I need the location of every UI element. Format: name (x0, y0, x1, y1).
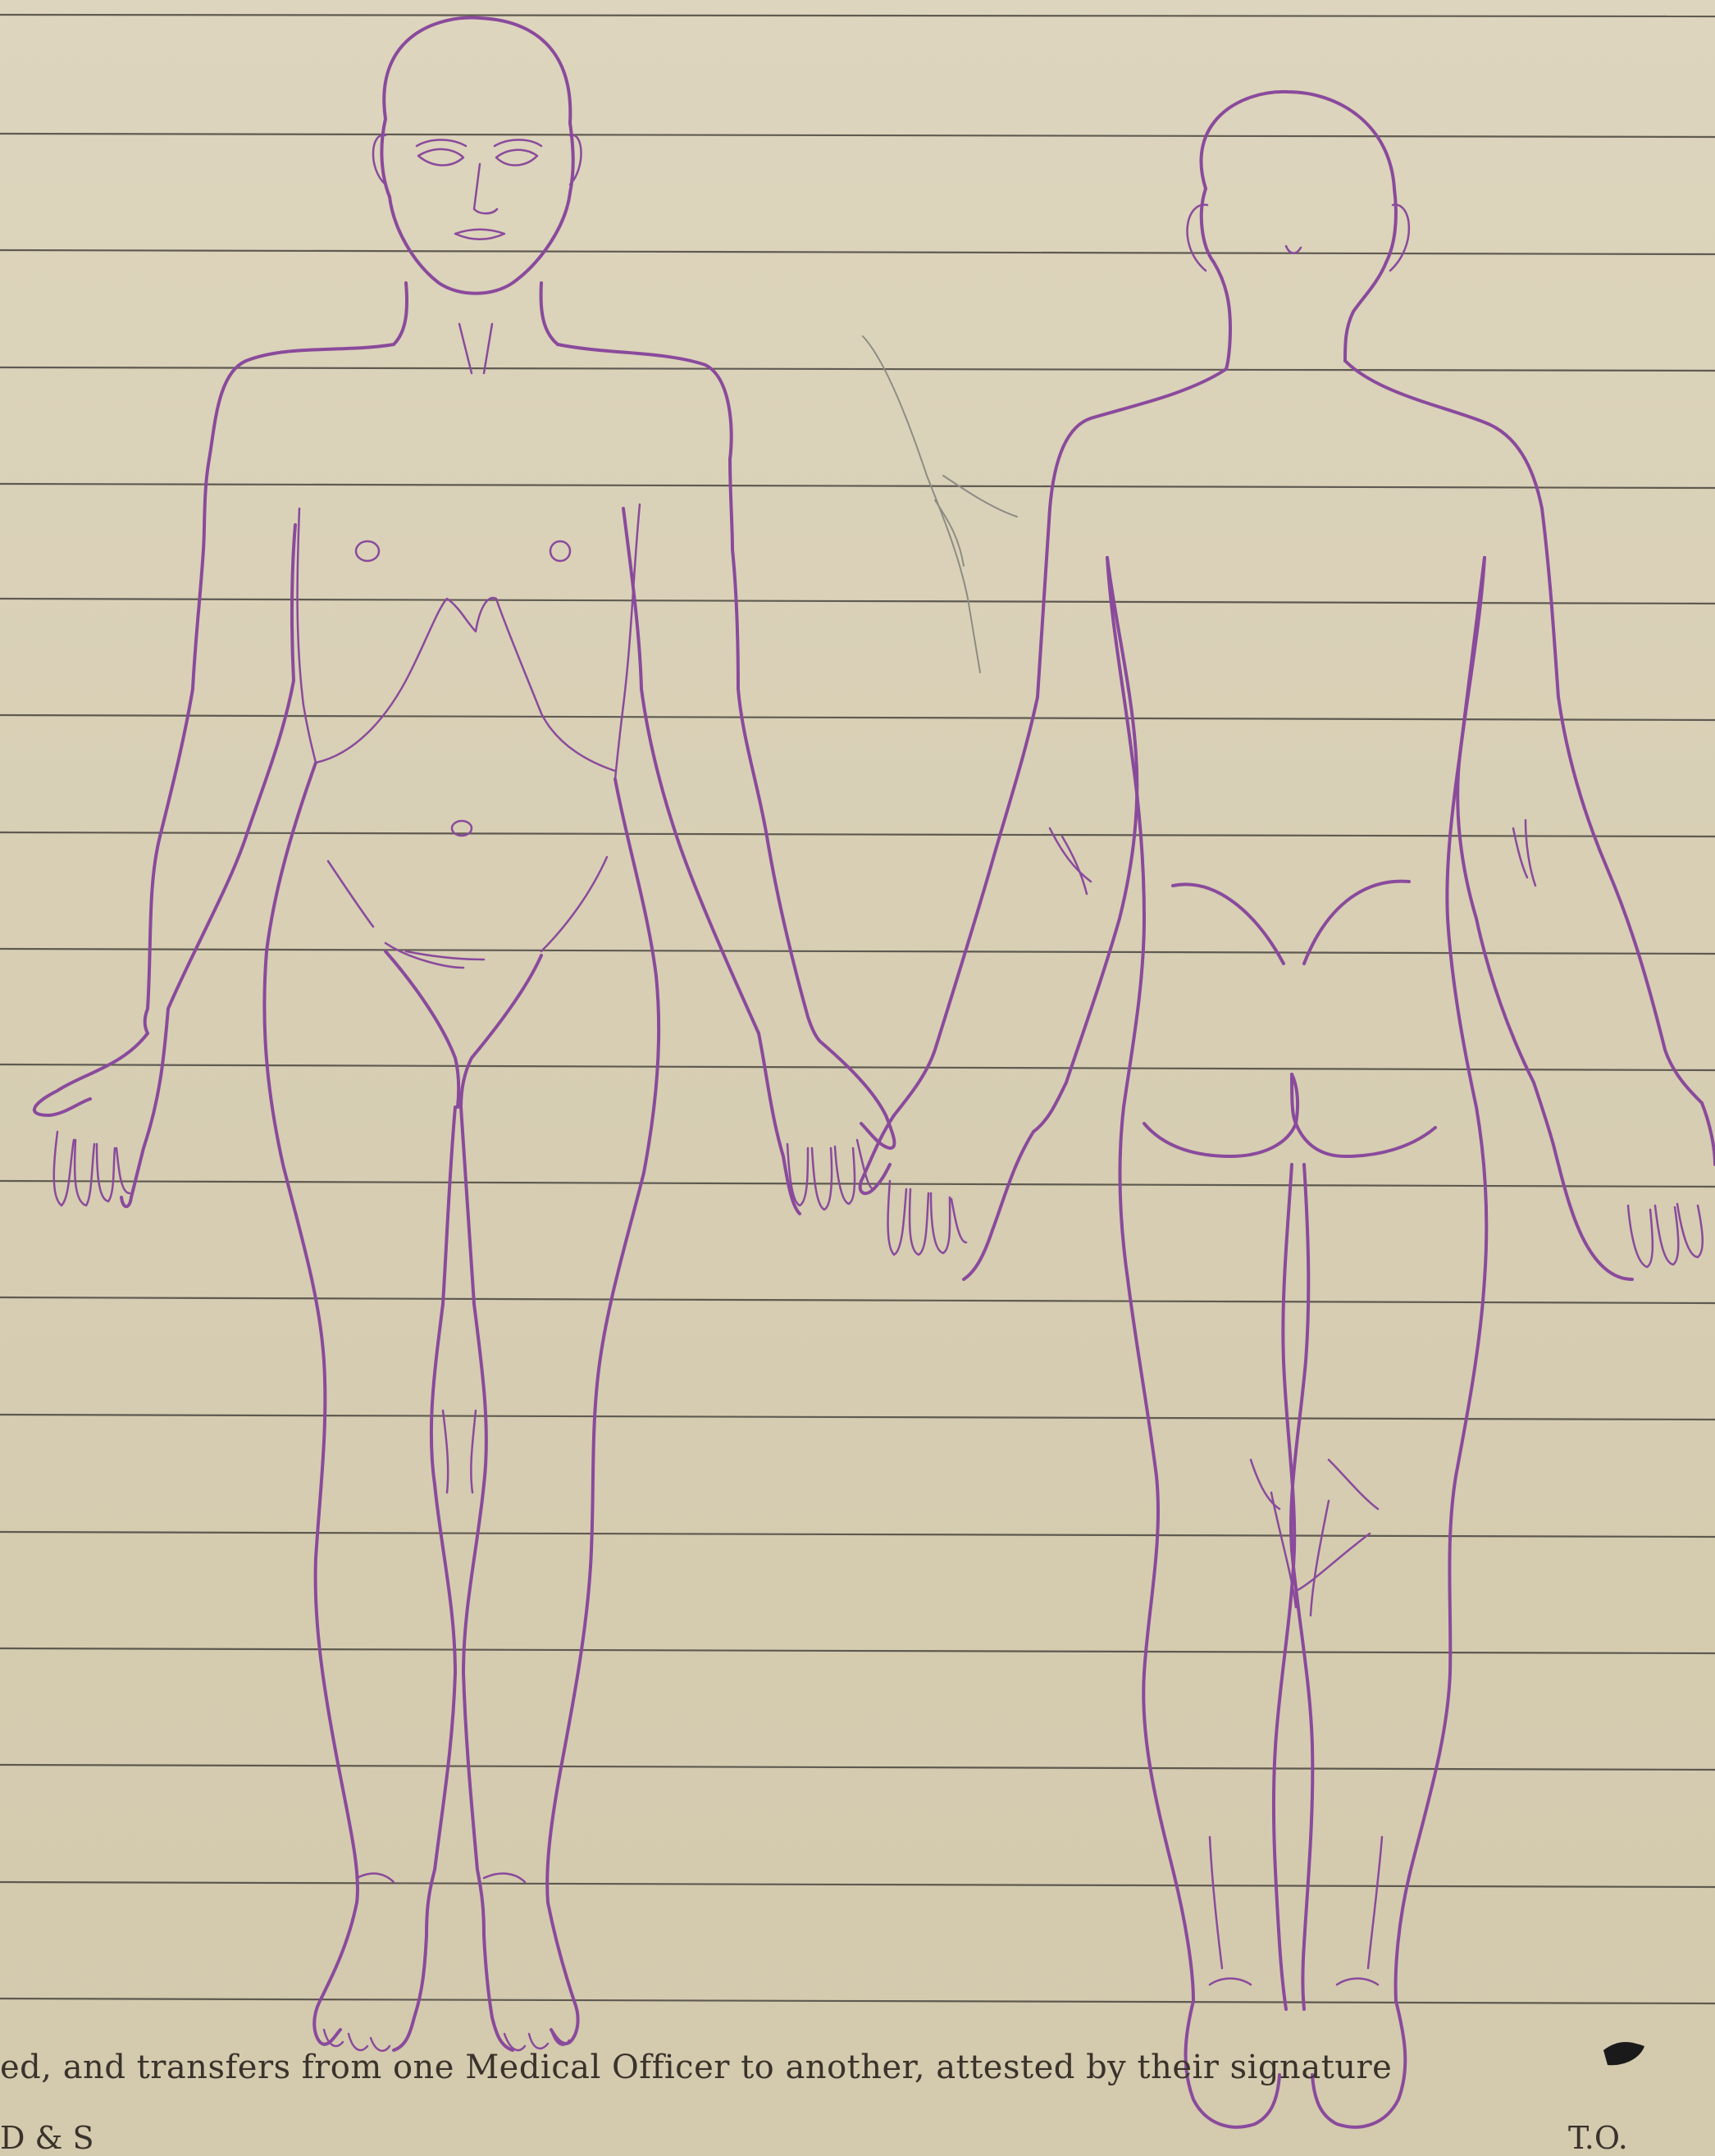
pencil-annotation (863, 336, 1017, 672)
front-body-outline (34, 18, 895, 2051)
bottom-right-mark: T.O. (1568, 2120, 1628, 2156)
bottom-left-mark: D & S (0, 2120, 94, 2156)
back-body-outline (860, 92, 1715, 2127)
footer-caption: ed, and transfers from one Medical Offic… (0, 2049, 1715, 2086)
